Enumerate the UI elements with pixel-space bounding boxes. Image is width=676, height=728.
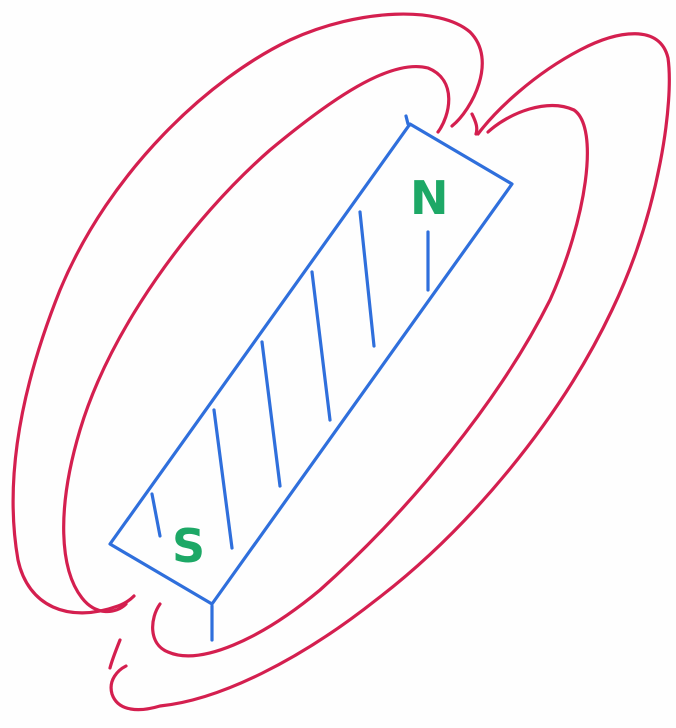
magnet-top-tail — [404, 114, 410, 126]
field-line-top-stub — [470, 112, 479, 136]
north-pole-label: N — [410, 171, 449, 225]
south-pole-label: S — [172, 519, 205, 573]
field-line-bottom-stub — [108, 638, 122, 670]
field-line-left-outer — [11, 12, 484, 615]
field-line-right-inner — [151, 104, 589, 658]
hatch-line — [212, 408, 234, 550]
hatch-line — [310, 270, 332, 422]
magnet-body-outline — [108, 122, 514, 606]
hatch-line — [260, 340, 282, 488]
hatch-line — [150, 492, 162, 538]
bar-magnet-icon — [108, 114, 514, 642]
field-line-right-outer — [109, 32, 671, 712]
field-lines-group — [11, 12, 671, 712]
hatch-line — [358, 210, 376, 348]
field-line-left-inner — [62, 65, 451, 614]
